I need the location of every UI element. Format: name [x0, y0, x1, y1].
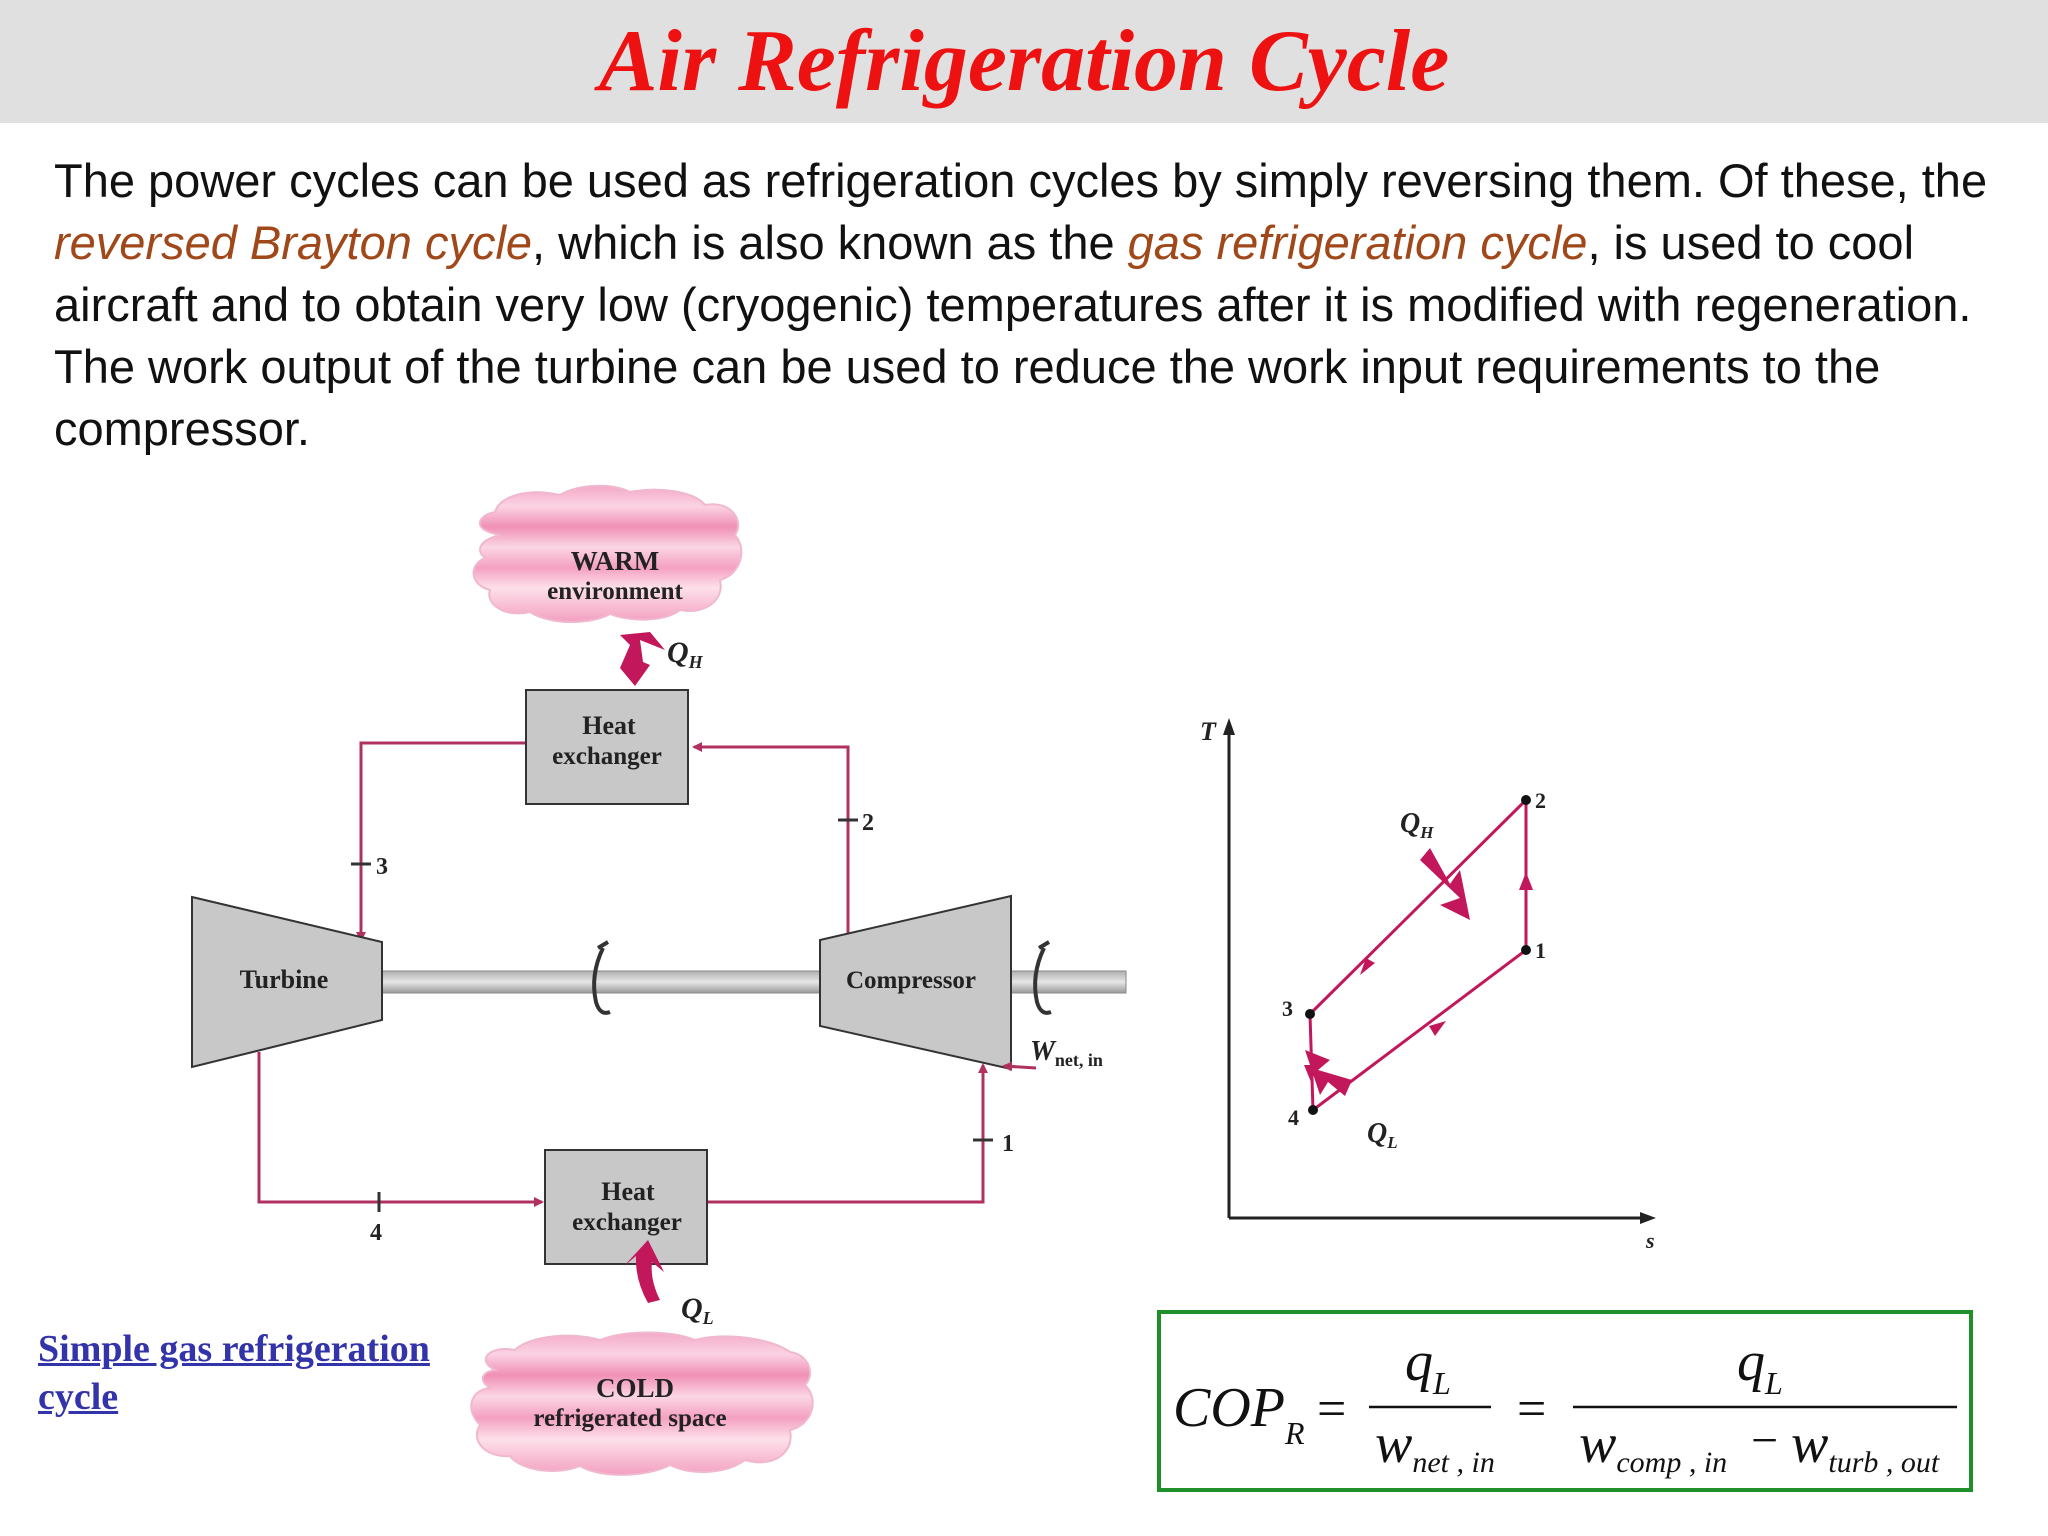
ts-state-2: 2 [1535, 788, 1546, 813]
ts-point-1 [1521, 945, 1531, 955]
state-ticks [351, 818, 993, 1212]
pipe-state-3 [356, 741, 526, 942]
cop-formula-box: COPR = qL wnet , in = qL wcomp , in − wt… [1157, 1310, 1973, 1492]
cold-space-cloud: COLD refrigerated space [470, 1331, 814, 1476]
ts-cycle [1308, 798, 1528, 1112]
turbine: Turbine [191, 895, 383, 1069]
ts-point-2 [1521, 795, 1531, 805]
cold-label-line1: COLD [596, 1373, 674, 1403]
page-title: Air Refrigeration Cycle [598, 13, 1450, 110]
warm-label-line2: environment [547, 578, 683, 605]
intro-text-1: The power cycles can be used as refriger… [54, 154, 1988, 207]
ts-state-3: 3 [1282, 996, 1293, 1021]
ts-ql-label: QL [1367, 1118, 1398, 1152]
state-2-label: 2 [862, 810, 874, 836]
ts-point-4 [1308, 1105, 1318, 1115]
intro-paragraph: The power cycles can be used as refriger… [54, 150, 2004, 460]
warm-label-line1: WARM [571, 546, 660, 576]
pipe-state-4 [257, 1052, 544, 1207]
pipe-state-2 [692, 742, 850, 940]
heat-exchanger-top: Heat exchanger [525, 689, 689, 805]
warm-environment-cloud: WARM environment [472, 484, 743, 623]
hx-bottom-line1: Heat [601, 1177, 655, 1206]
formula-num-1: qL [1405, 1331, 1451, 1401]
intro-highlight-gas-refrigeration: gas refrigeration cycle [1127, 216, 1588, 269]
ts-qh-arrow [1420, 848, 1470, 920]
heat-exchanger-bottom: Heat exchanger [544, 1149, 708, 1265]
s-axis-label: s [1645, 1228, 1655, 1253]
intro-highlight-reversed-brayton: reversed Brayton cycle [54, 216, 533, 269]
formula-den-2a: wcomp , in [1579, 1413, 1727, 1479]
compressor: Compressor [819, 894, 1012, 1071]
shaft-rotation-symbols [592, 940, 1052, 1015]
intro-text-3: , is used to cool aircraft and to obtain… [54, 216, 1972, 455]
state-1-label: 1 [1002, 1131, 1014, 1157]
cold-label-line2: refrigerated space [533, 1405, 726, 1432]
ts-flow-arrows [1304, 872, 1533, 1082]
formula-eq-2: = [1517, 1381, 1546, 1438]
formula-eq-1: = [1317, 1381, 1346, 1438]
simple-gas-refrigeration-link[interactable]: Simple gas refrigeration cycle [38, 1328, 430, 1418]
hx-top-line2: exchanger [552, 743, 662, 770]
ts-diagram: T s 2 1 3 4 QH QL [1200, 717, 1656, 1253]
state-4-label: 4 [370, 1220, 382, 1246]
ql-label: QL [681, 1292, 714, 1328]
qh-heat-arrow [620, 632, 665, 686]
pipe-state-1 [708, 1063, 988, 1204]
formula-den-2b: wturb , out [1791, 1413, 1940, 1479]
title-bar: Air Refrigeration Cycle [0, 0, 2048, 123]
turbine-label: Turbine [240, 965, 329, 994]
formula-den-1: wnet , in [1375, 1413, 1495, 1479]
w-net-in-label: Wnet, in [1030, 1036, 1103, 1070]
compressor-label: Compressor [846, 967, 976, 994]
cop-formula: COPR = qL wnet , in = qL wcomp , in − wt… [1173, 1331, 1957, 1479]
ts-ql-arrow [1305, 1050, 1352, 1096]
piping [257, 741, 988, 1207]
ql-heat-arrow [624, 1240, 664, 1303]
hx-top-line1: Heat [582, 711, 636, 740]
ts-state-1: 1 [1535, 938, 1546, 963]
formula-lhs: COPR [1173, 1377, 1305, 1451]
intro-text-2: , which is also known as the [532, 216, 1128, 269]
t-axis-label: T [1200, 717, 1217, 746]
work-arrow [1002, 1061, 1037, 1072]
formula-minus: − [1751, 1414, 1778, 1467]
input-shaft [1010, 970, 1127, 994]
turbine-compressor-shaft [379, 970, 821, 994]
ts-qh-label: QH [1400, 808, 1434, 842]
qh-label: QH [667, 636, 704, 672]
formula-num-2: qL [1737, 1331, 1783, 1401]
hx-bottom-line2: exchanger [572, 1209, 682, 1236]
ts-state-4: 4 [1288, 1105, 1299, 1130]
ts-point-3 [1305, 1009, 1315, 1019]
state-3-label: 3 [376, 854, 388, 880]
